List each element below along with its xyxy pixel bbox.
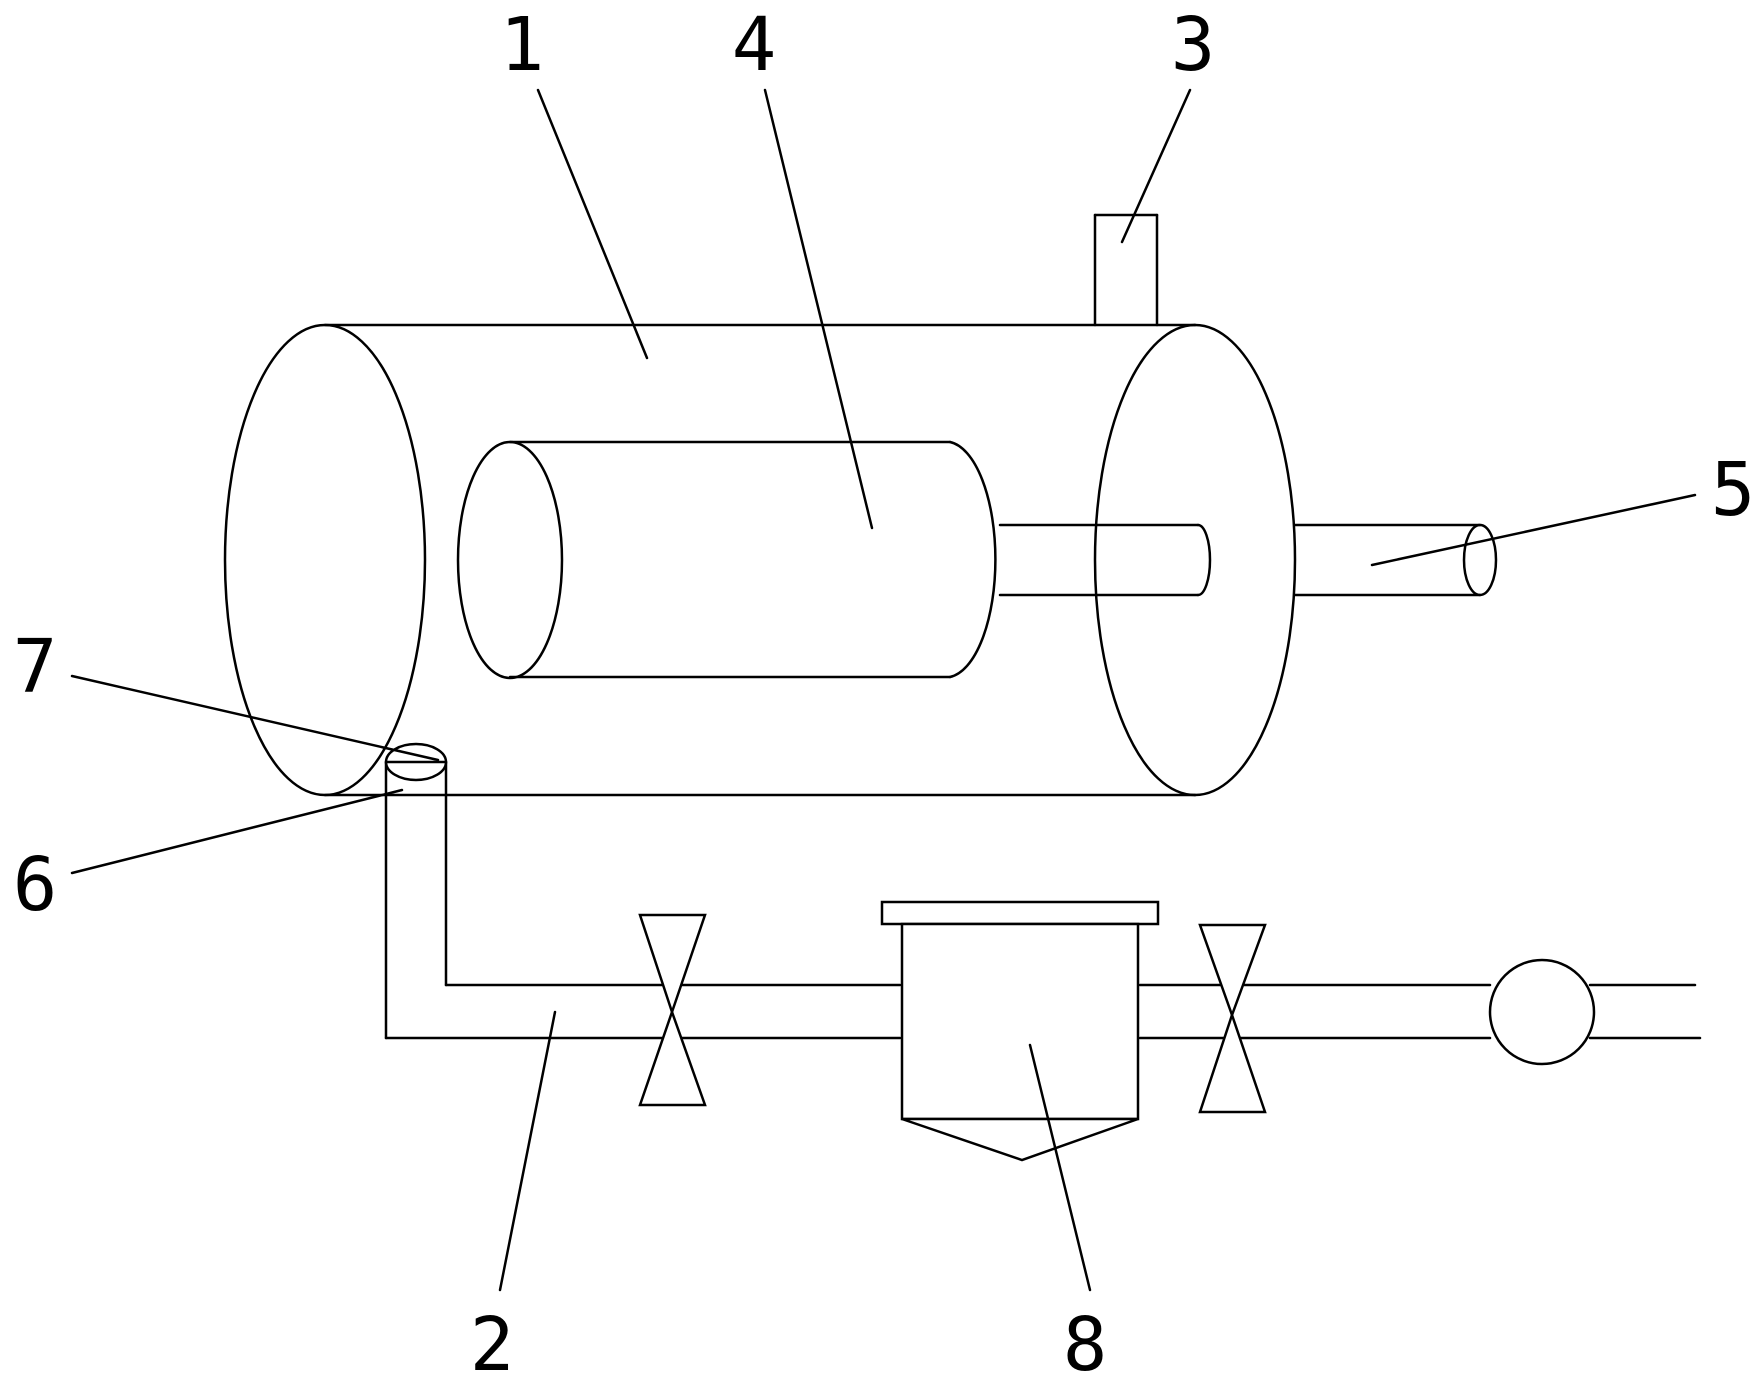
filter-lid (880, 900, 1160, 926)
pump-circle (1488, 958, 1596, 1066)
leader-1 (536, 88, 649, 360)
top-vent-pipe (1093, 213, 1159, 327)
label-2: 2 (470, 1302, 515, 1384)
output-shaft-end (1462, 523, 1498, 597)
leader-6 (70, 788, 404, 875)
outer-tank (223, 323, 1297, 797)
leader-lines (70, 88, 1697, 1292)
filter-body (900, 922, 1140, 1121)
tank-left-end (223, 323, 427, 797)
label-7: 7 (13, 624, 58, 710)
label-5: 5 (1711, 447, 1756, 533)
leader-5 (1370, 493, 1697, 567)
outlet-fitting (384, 742, 448, 782)
label-4: 4 (732, 2, 777, 88)
label-3: 3 (1171, 2, 1216, 88)
callout-labels: 1 4 3 5 7 6 2 8 (13, 2, 1756, 1384)
leader-3 (1120, 88, 1192, 244)
leader-8 (1028, 1043, 1092, 1292)
label-1: 1 (500, 2, 545, 88)
inner-drum (456, 440, 997, 680)
leader-7 (70, 674, 440, 762)
filter-cone (901, 1117, 1139, 1162)
drum-right-end (948, 440, 997, 679)
inner-shaft (998, 523, 1212, 597)
filter-vessel (880, 900, 1160, 1162)
valve-left (638, 913, 707, 1107)
tank-right-back-arc (1093, 323, 1197, 797)
leader-4 (763, 88, 874, 530)
tank-right-front-arc (1193, 323, 1297, 797)
valve-right (1198, 923, 1267, 1114)
drum-left-end (456, 440, 564, 680)
leader-2 (498, 1010, 557, 1292)
output-shaft (1293, 523, 1498, 597)
outlet-pipe (384, 760, 1702, 1040)
label-8: 8 (1063, 1302, 1108, 1384)
label-6: 6 (13, 842, 58, 928)
